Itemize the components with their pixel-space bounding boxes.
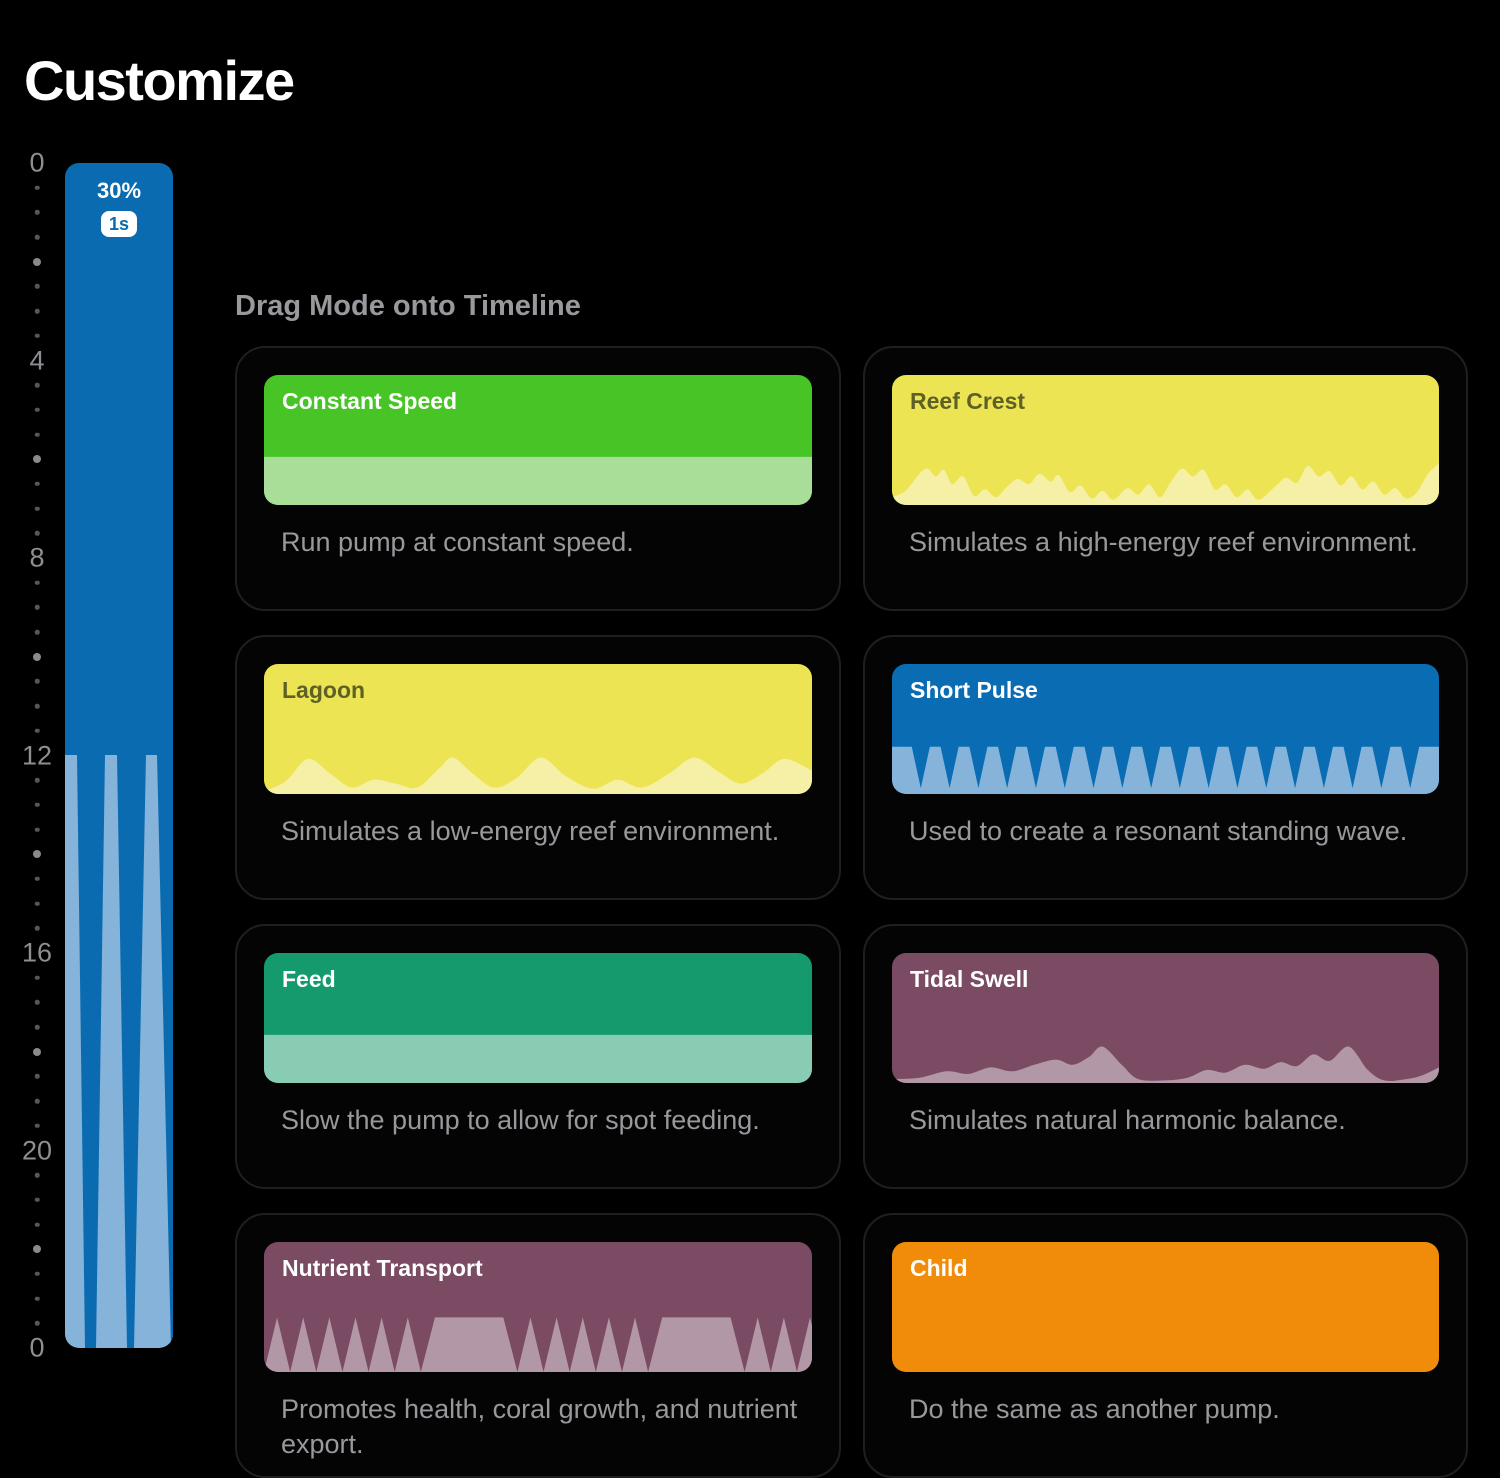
timeline-axis: 0 4 8 12 16 20 0	[18, 0, 56, 1478]
mode-waveform-graphic	[264, 1034, 812, 1083]
mode-description: Simulates a low-energy reef environment.	[281, 816, 780, 846]
axis-minor-dot	[34, 777, 40, 783]
axis-major-dot	[33, 850, 41, 859]
axis-minor-dot	[34, 1321, 40, 1326]
axis-minor-dot	[34, 308, 40, 314]
axis-minor-dot	[34, 1098, 40, 1104]
axis-minor-dot	[34, 827, 40, 832]
mode-card-nutrient-transport[interactable]: Nutrient Transport Promotes health, cora…	[235, 1213, 841, 1478]
axis-major-dot	[33, 1047, 41, 1056]
mode-description: Promotes health, coral growth, and nutri…	[281, 1394, 798, 1459]
axis-minor-dot	[34, 679, 40, 684]
mode-title: Short Pulse	[910, 677, 1038, 703]
axis-minor-dot	[34, 432, 40, 437]
mode-card-grid: Constant Speed Run pump at constant spee…	[235, 346, 1468, 1478]
axis-hour-label: 8	[29, 542, 45, 573]
axis-minor-dot	[34, 1123, 40, 1129]
axis-minor-dot	[34, 185, 40, 190]
axis-minor-dot	[34, 1222, 40, 1227]
axis-hour-label: 0	[29, 1332, 45, 1363]
axis-minor-dot	[34, 531, 40, 536]
axis-minor-dot	[34, 382, 40, 388]
axis-minor-dot	[34, 481, 40, 487]
axis-minor-dot	[34, 1024, 40, 1030]
axis-major-dot	[33, 652, 41, 661]
mode-banner[interactable]: Nutrient Transport	[264, 1242, 812, 1372]
mode-card-feed[interactable]: Feed Slow the pump to allow for spot fee…	[235, 924, 841, 1189]
mode-title: Tidal Swell	[910, 966, 1029, 992]
axis-minor-dot	[34, 975, 40, 980]
mode-description: Used to create a resonant standing wave.	[909, 816, 1408, 846]
timeline-block-striped-segment[interactable]	[65, 755, 173, 1348]
mode-title: Nutrient Transport	[282, 1255, 483, 1281]
axis-minor-dot	[34, 728, 40, 734]
mode-banner[interactable]: Tidal Swell	[892, 953, 1439, 1083]
mode-title: Feed	[282, 966, 336, 992]
axis-minor-dot	[34, 802, 40, 808]
mode-banner[interactable]: Lagoon	[264, 664, 812, 794]
axis-minor-dot	[34, 506, 40, 511]
mode-card-reef-crest[interactable]: Reef Crest Simulates a high-energy reef …	[863, 346, 1468, 611]
mode-description: Run pump at constant speed.	[281, 527, 634, 557]
axis-minor-dot	[34, 333, 40, 339]
axis-minor-dot	[34, 580, 40, 585]
axis-minor-dot	[34, 926, 40, 931]
mode-title: Lagoon	[282, 677, 366, 703]
mode-title: Reef Crest	[910, 388, 1026, 414]
mode-card-lagoon[interactable]: Lagoon Simulates a low-energy reef envir…	[235, 635, 841, 900]
mode-description: Slow the pump to allow for spot feeding.	[281, 1105, 760, 1135]
axis-minor-dot	[34, 876, 40, 882]
axis-minor-dot	[34, 629, 40, 635]
mode-banner[interactable]: Reef Crest	[892, 375, 1439, 505]
mode-waveform-graphic	[264, 1317, 812, 1372]
modes-panel: Drag Mode onto Timeline Constant Speed R…	[235, 0, 1468, 1478]
axis-major-dot	[33, 257, 41, 266]
mode-card-constant-speed[interactable]: Constant Speed Run pump at constant spee…	[235, 346, 841, 611]
axis-minor-dot	[34, 1296, 40, 1301]
axis-minor-dot	[34, 210, 40, 215]
mode-banner[interactable]: Feed	[264, 953, 812, 1083]
axis-hour-label: 16	[21, 937, 53, 968]
axis-minor-dot	[34, 234, 40, 240]
axis-minor-dot	[34, 605, 40, 610]
axis-hour-label: 20	[21, 1135, 53, 1165]
mode-description: Simulates natural harmonic balance.	[909, 1105, 1346, 1135]
timeline-block-solid-segment[interactable]: 30% 1s	[65, 163, 173, 755]
mode-banner[interactable]: Constant Speed	[264, 375, 812, 505]
axis-minor-dot	[34, 1197, 40, 1203]
mode-waveform-graphic	[892, 746, 1439, 794]
axis-hour-label: 0	[29, 147, 45, 178]
axis-hour-label: 12	[21, 740, 53, 770]
mode-waveform-graphic	[264, 757, 812, 794]
mode-description: Simulates a high-energy reef environment…	[909, 527, 1418, 557]
axis-minor-dot	[34, 407, 40, 413]
block-duration-badge: 1s	[100, 211, 138, 237]
mode-waveform-graphic	[892, 463, 1439, 505]
axis-minor-dot	[34, 1074, 40, 1079]
mode-card-short-pulse[interactable]: Short Pulse Used to create a resonant st…	[863, 635, 1468, 900]
panel-heading: Drag Mode onto Timeline	[235, 290, 581, 323]
mode-title: Constant Speed	[282, 388, 458, 414]
mode-card-child[interactable]: Child Do the same as another pump.	[863, 1213, 1468, 1478]
axis-hour-label: 4	[29, 345, 45, 375]
mode-card-tidal-swell[interactable]: Tidal Swell Simulates natural harmonic b…	[863, 924, 1468, 1189]
axis-minor-dot	[34, 1000, 40, 1005]
mode-banner[interactable]: Child	[892, 1242, 1439, 1372]
axis-minor-dot	[34, 284, 40, 289]
axis-minor-dot	[34, 1172, 40, 1178]
mode-banner[interactable]: Short Pulse	[892, 664, 1439, 794]
mode-waveform-graphic	[892, 1046, 1439, 1083]
axis-minor-dot	[34, 703, 40, 709]
axis-major-dot	[33, 1245, 41, 1254]
timeline-scheduled-block[interactable]: 30% 1s	[65, 163, 173, 1348]
axis-minor-dot	[34, 901, 40, 906]
axis-minor-dot	[34, 1271, 40, 1277]
axis-major-dot	[33, 455, 41, 464]
mode-description: Do the same as another pump.	[909, 1394, 1280, 1424]
mode-waveform-graphic	[264, 456, 812, 505]
block-intensity-label: 30%	[96, 178, 142, 203]
page-title: Customize	[24, 48, 295, 112]
mode-title: Child	[910, 1255, 968, 1281]
